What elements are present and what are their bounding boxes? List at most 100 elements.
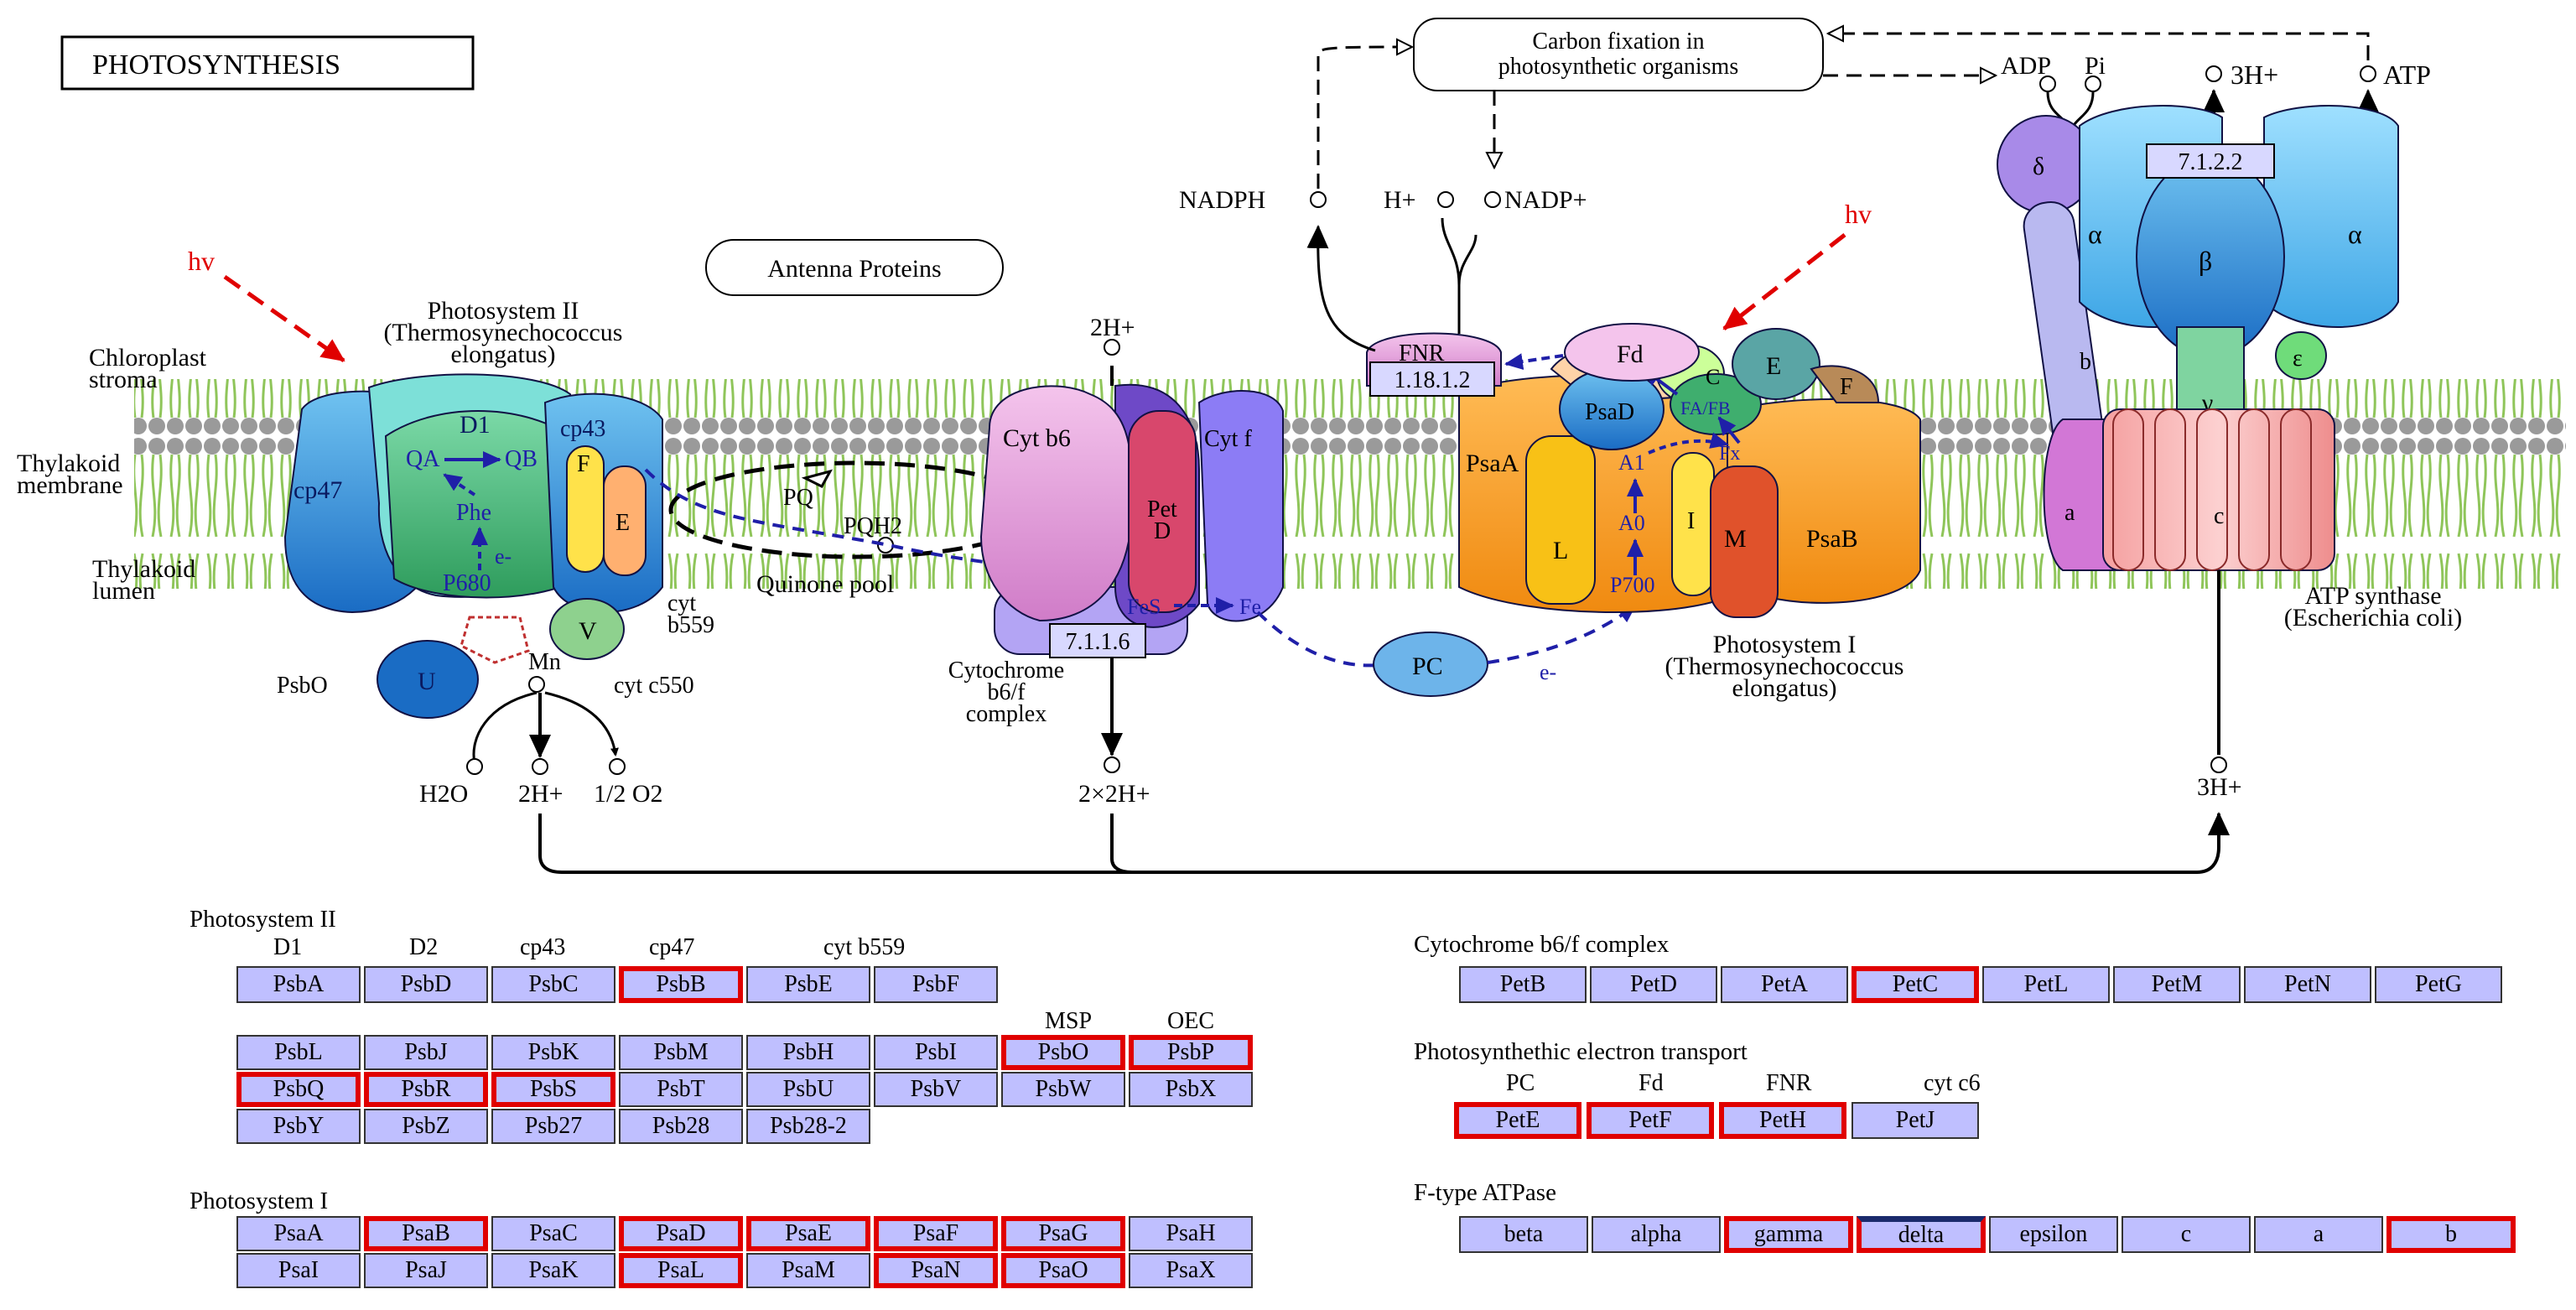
h2o-label: H2O — [419, 780, 468, 808]
gene-box-psbu[interactable]: PsbU — [746, 1072, 870, 1107]
gene-box-psbe[interactable]: PsbE — [746, 966, 870, 1003]
gene-box-psbv[interactable]: PsbV — [874, 1072, 998, 1107]
gene-box-psac[interactable]: PsaC — [491, 1216, 615, 1251]
m-label: M — [1724, 525, 1747, 553]
gene-box-peta[interactable]: PetA — [1721, 966, 1848, 1003]
quinone-pool[interactable]: PQ PQH2 Quinone pool — [644, 460, 1134, 598]
gene-box-psbr[interactable]: PsbR — [364, 1072, 488, 1107]
gene-box-psae[interactable]: PsaE — [746, 1216, 870, 1251]
gene-box-psbz[interactable]: PsbZ — [364, 1109, 488, 1144]
gene-box-psbd[interactable]: PsbD — [364, 966, 488, 1003]
cyt-title-3: complex — [966, 701, 1046, 727]
gene-box-psah[interactable]: PsaH — [1129, 1216, 1253, 1251]
gene-box-psb28-2[interactable]: Psb28-2 — [746, 1109, 870, 1144]
p700-label: P700 — [1610, 573, 1654, 597]
antenna-proteins[interactable]: Antenna Proteins — [705, 239, 1004, 296]
gene-box-psaa[interactable]: PsaA — [236, 1216, 361, 1251]
gene-box-petj[interactable]: PetJ — [1852, 1102, 1979, 1139]
gene-box-petf[interactable]: PetF — [1587, 1102, 1714, 1139]
psbo-label: PsbO — [277, 673, 328, 699]
gene-box-psbk[interactable]: PsbK — [491, 1035, 615, 1070]
gene-box-petd[interactable]: PetD — [1590, 966, 1717, 1003]
gene-box-petl[interactable]: PetL — [1982, 966, 2110, 1003]
gene-box-psbw[interactable]: PsbW — [1001, 1072, 1125, 1107]
gene-box-psbi[interactable]: PsbI — [874, 1035, 998, 1070]
gene-box-psao[interactable]: PsaO — [1001, 1253, 1125, 1288]
gene-box-gamma[interactable]: gamma — [1724, 1216, 1853, 1253]
photosystem-ii[interactable]: Photosystem II (Thermosynechococcus elon… — [277, 297, 714, 808]
gene-box-b[interactable]: b — [2386, 1216, 2516, 1253]
pq-label: PQ — [783, 485, 813, 511]
gene-box-a[interactable]: a — [2254, 1216, 2383, 1253]
c-ring: c — [2102, 408, 2335, 571]
gene-box-psam[interactable]: PsaM — [746, 1253, 870, 1288]
c-atp-label: c — [2214, 503, 2224, 529]
gene-box-psal[interactable]: PsaL — [619, 1253, 743, 1288]
gene-box-psbj[interactable]: PsbJ — [364, 1035, 488, 1070]
ferredoxin-fnr[interactable]: Fd FNR 1.18.1.2 NADPH H+ NADP+ — [1179, 186, 1700, 397]
cytb6-subunit — [979, 385, 1134, 622]
atp-synthase[interactable]: ADP Pi 3H+ ATP δ b a α α β 7.1.2.2 γ ε — [1997, 52, 2462, 801]
gene-box-psax[interactable]: PsaX — [1129, 1253, 1253, 1288]
gene-box-psby[interactable]: PsbY — [236, 1109, 361, 1144]
gene-box-psab[interactable]: PsaB — [364, 1216, 488, 1251]
gene-box-psad[interactable]: PsaD — [619, 1216, 743, 1251]
ec-cyt-label: 7.1.1.6 — [1066, 629, 1130, 655]
cytochrome-b6f[interactable]: 2H+ Cyt b6 Pet D Cyt f FeS Fe 7.1.1.6 2×… — [948, 314, 1284, 808]
plastocyanin[interactable]: PC e- — [1256, 604, 1637, 697]
gene-box-psbt[interactable]: PsbT — [619, 1072, 743, 1107]
mn-label: Mn — [528, 649, 561, 675]
gene-box-pete[interactable]: PetE — [1454, 1102, 1581, 1139]
gene-box-psag[interactable]: PsaG — [1001, 1216, 1125, 1251]
photosystem-i[interactable]: PsaA PsaB L I M PsaD C FA/FB E F Fx A1 A… — [1458, 328, 1921, 702]
gene-box-psb28[interactable]: Psb28 — [619, 1109, 743, 1144]
label-lumen-2: lumen — [92, 577, 155, 605]
gene-box-psbp[interactable]: PsbP — [1129, 1035, 1253, 1070]
gene-box-alpha[interactable]: alpha — [1592, 1216, 1721, 1253]
gene-box-psbm[interactable]: PsbM — [619, 1035, 743, 1070]
gene-box-psbb[interactable]: PsbB — [619, 966, 743, 1003]
gene-box-psbh[interactable]: PsbH — [746, 1035, 870, 1070]
psad-label: PsaD — [1585, 399, 1634, 425]
gene-box-psbf[interactable]: PsbF — [874, 966, 998, 1003]
gene-box-peth[interactable]: PetH — [1719, 1102, 1846, 1139]
gene-box-psaj[interactable]: PsaJ — [364, 1253, 488, 1288]
gene-box-psbc[interactable]: PsbC — [491, 966, 615, 1003]
fx-label: Fx — [1719, 443, 1740, 465]
gene-box-beta[interactable]: beta — [1459, 1216, 1588, 1253]
gene-box-c[interactable]: c — [2122, 1216, 2251, 1253]
cytb6-label: Cyt b6 — [1003, 424, 1071, 452]
fd-label: Fd — [1617, 340, 1644, 368]
gene-box-psan[interactable]: PsaN — [874, 1253, 998, 1288]
gene-box-petn[interactable]: PetN — [2244, 966, 2371, 1003]
l-label: L — [1553, 537, 1568, 564]
gene-box-psak[interactable]: PsaK — [491, 1253, 615, 1288]
v-label: V — [579, 617, 597, 645]
gene-box-psbo[interactable]: PsbO — [1001, 1035, 1125, 1070]
gene-box-psbq[interactable]: PsbQ — [236, 1072, 361, 1107]
gene-box-delta[interactable]: delta — [1857, 1216, 1986, 1253]
fafb-label: FA/FB — [1680, 398, 1731, 418]
gene-box-psb27[interactable]: Psb27 — [491, 1109, 615, 1144]
gene-box-petm[interactable]: PetM — [2113, 966, 2241, 1003]
cyt-b559-label-2: b559 — [667, 612, 714, 638]
label-chloroplast-2: stroma — [89, 366, 158, 393]
gene-box-petb[interactable]: PetB — [1459, 966, 1587, 1003]
ps2-e-label: e- — [495, 544, 512, 569]
gene-box-psbx[interactable]: PsbX — [1129, 1072, 1253, 1107]
gene-box-psbs[interactable]: PsbS — [491, 1072, 615, 1107]
f-label: F — [577, 451, 590, 477]
ec-atp-label: 7.1.2.2 — [2179, 149, 2243, 175]
gene-box-petg[interactable]: PetG — [2375, 966, 2502, 1003]
gene-box-psai[interactable]: PsaI — [236, 1253, 361, 1288]
gene-box-psba[interactable]: PsbA — [236, 966, 361, 1003]
gene-box-epsilon[interactable]: epsilon — [1989, 1216, 2118, 1253]
cyt-c550-label: cyt c550 — [614, 673, 694, 699]
atp-title-1: ATP synthase — [2304, 582, 2441, 610]
ps2-title-1: Photosystem II — [428, 297, 579, 325]
cytf-subunit — [1197, 390, 1284, 622]
gene-box-psbl[interactable]: PsbL — [236, 1035, 361, 1070]
gene-box-petc[interactable]: PetC — [1852, 966, 1979, 1003]
carbon-fixation-box[interactable]: Carbon fixation in photosynthetic organi… — [1317, 18, 2370, 189]
gene-box-psaf[interactable]: PsaF — [874, 1216, 998, 1251]
